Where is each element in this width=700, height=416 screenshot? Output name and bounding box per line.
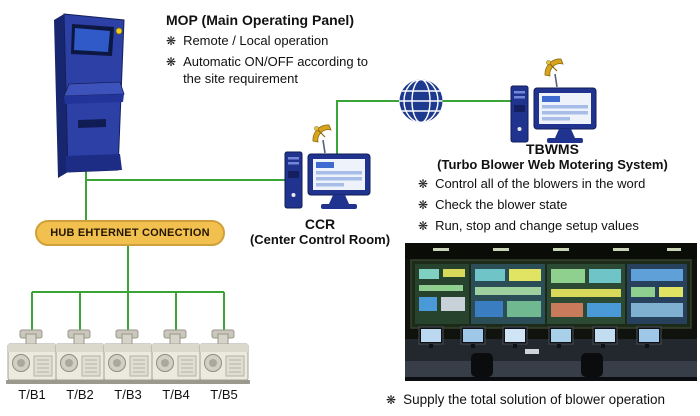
gear-bullet-icon: ❋ <box>418 197 429 212</box>
mop-description: MOP (Main Operating Panel) ❋ Remote / Lo… <box>166 12 446 92</box>
blower-machine <box>54 328 106 384</box>
gear-bullet-icon: ❋ <box>166 54 177 69</box>
tbwms-label: TBWMS (Turbo Blower Web Motering System) <box>410 141 695 172</box>
blower-machine <box>102 328 154 384</box>
blower-illustration <box>150 329 202 384</box>
tbwms-bullet-row: ❋ Run, stop and change setup values <box>418 218 698 235</box>
tbwms-bullet-2: Check the blower state <box>435 196 568 212</box>
blower-illustration <box>102 329 154 384</box>
gear-bullet-icon: ❋ <box>418 218 429 233</box>
mop-device <box>36 8 140 178</box>
computer-icon <box>510 85 597 144</box>
hub-label: HUB EHTERNET CONECTION <box>50 227 210 239</box>
ccr-label: CCR (Center Control Room) <box>240 216 400 247</box>
mop-bullet-2: Automatic ON/OFF according to the site r… <box>183 53 369 86</box>
blower-illustration <box>54 329 106 384</box>
tbwms-description: ❋ Control all of the blowers in the word… <box>418 176 698 239</box>
mop-title: MOP (Main Operating Panel) <box>166 12 354 28</box>
footer-note-text: Supply the total solution of blower oper… <box>403 392 665 407</box>
blower-label: T/B2 <box>66 387 94 402</box>
mop-kiosk-illustration <box>54 13 125 178</box>
ccr-title: CCR <box>304 216 336 232</box>
blower-illustration <box>6 329 58 384</box>
tbwms-subtitle: (Turbo Blower Web Motering System) <box>437 157 668 172</box>
computer-icon <box>284 151 371 210</box>
hub-ethernet-box: HUB EHTERNET CONECTION <box>35 220 225 246</box>
footer-note: ❋ Supply the total solution of blower op… <box>386 392 665 409</box>
ccr-computer-illustration <box>284 124 371 210</box>
mop-bullet-1: Remote / Local operation <box>183 33 329 48</box>
control-room-photo-illustration <box>405 243 697 381</box>
ccr-subtitle: (Center Control Room) <box>249 232 391 247</box>
blower-machine <box>6 328 58 384</box>
internet-globe-icon <box>398 78 444 124</box>
globe-illustration <box>399 79 443 123</box>
blower-label: T/B3 <box>114 387 142 402</box>
mop-bullet-row: ❋ Remote / Local operation <box>166 33 446 50</box>
gear-bullet-icon: ❋ <box>418 177 429 191</box>
blower-machine <box>150 328 202 384</box>
gear-bullet-icon: ❋ <box>386 393 397 407</box>
blower-label: T/B5 <box>210 387 238 402</box>
ccr-workstation <box>282 122 374 218</box>
tbwms-bullet-3: Run, stop and change setup values <box>435 217 639 233</box>
mop-bullet-row: ❋ Automatic ON/OFF according to the site… <box>166 54 446 88</box>
tbwms-title: TBWMS <box>526 141 579 157</box>
tbwms-bullet-row: ❋ Check the blower state <box>418 197 698 214</box>
tbwms-computer-illustration <box>510 58 597 144</box>
satellite-dish-icon <box>544 58 564 88</box>
blower-label: T/B1 <box>18 387 46 402</box>
blower-machine <box>198 328 250 384</box>
tbwms-bullet-1: Control all of the blowers in the word <box>435 176 646 191</box>
tbwms-workstation <box>508 56 600 152</box>
blower-illustration <box>198 329 250 384</box>
gear-bullet-icon: ❋ <box>166 34 177 48</box>
control-room-photo <box>405 243 697 381</box>
tbwms-bullet-row: ❋ Control all of the blowers in the word <box>418 176 698 193</box>
satellite-dish-icon <box>312 124 332 154</box>
blower-label: T/B4 <box>162 387 190 402</box>
